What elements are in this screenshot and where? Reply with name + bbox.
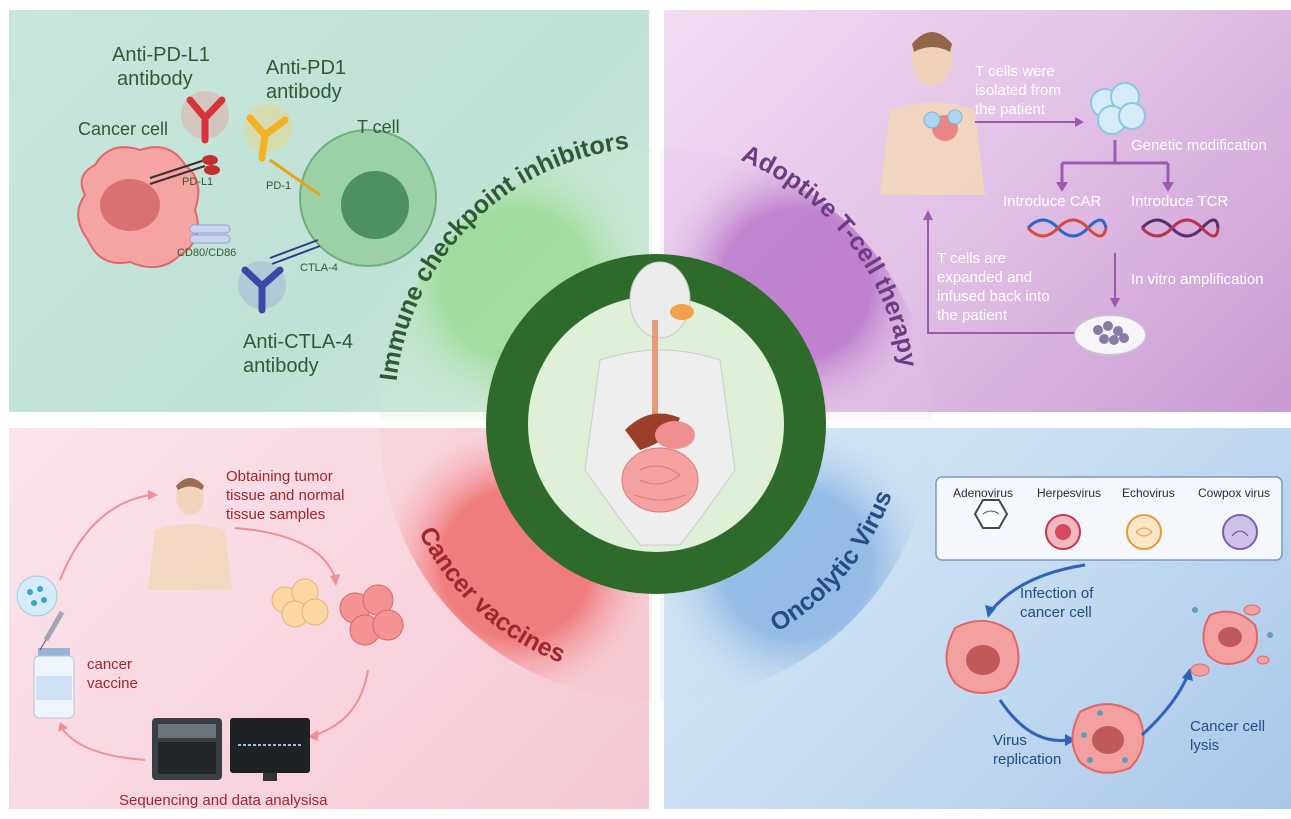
- label-introduce-tcr: Introduce TCR: [1131, 193, 1229, 210]
- vaccine-vial: [33, 648, 75, 719]
- petri-dish: [1073, 314, 1147, 356]
- label-obtaining-1: Obtaining tumor: [226, 468, 333, 485]
- label-lysis-2: lysis: [1190, 737, 1220, 754]
- label-obtaining-3: tissue samples: [226, 506, 326, 523]
- herpesvirus-icon: [1045, 514, 1081, 550]
- label-anti-pd1-1: Anti-PD1: [266, 57, 347, 79]
- virus-box: [935, 476, 1283, 561]
- digestive-system-figure: [584, 261, 736, 546]
- label-pd1: PD-1: [266, 180, 292, 192]
- label-anti-pdl1-2: antibody: [117, 68, 193, 90]
- lysed-cancer-cell: [1190, 604, 1273, 677]
- label-adenovirus: Adenovirus: [953, 486, 1014, 500]
- dna-car-icon: [1026, 218, 1108, 238]
- label-vaccine: vaccine: [87, 675, 138, 692]
- dna-tcr-icon: [1140, 218, 1220, 238]
- replicating-cancer-cell: [1071, 703, 1145, 774]
- label-genetic-modification: Genetic modification: [1131, 137, 1267, 154]
- tumor-tissue-cells: [339, 584, 404, 646]
- cowpox-virus-icon: [1222, 514, 1258, 550]
- label-cancer: cancer: [87, 656, 133, 673]
- label-replication-1: Virus: [993, 732, 1027, 749]
- label-cowpox-virus: Cowpox virus: [1198, 486, 1271, 500]
- adenovirus-icon: [973, 499, 1009, 529]
- anti-pd1-antibody: [244, 104, 292, 162]
- label-cd80-cd86: CD80/CD86: [177, 247, 237, 259]
- monitor-icon: [230, 718, 310, 781]
- label-t-cell: T cell: [357, 117, 400, 137]
- label-obtaining-2: tissue and normal: [226, 487, 345, 504]
- label-anti-pd1-2: antibody: [266, 81, 342, 103]
- label-cancer-cell: Cancer cell: [78, 119, 169, 139]
- t-cell-nucleus: [341, 171, 409, 239]
- label-infection-1: Infection of: [1020, 585, 1094, 602]
- label-sequencing: Sequencing and data analysisa: [119, 792, 328, 809]
- label-anti-ctla4-1: Anti-CTLA-4: [243, 331, 354, 353]
- label-anti-pdl1-1: Anti-PD-L1: [112, 44, 210, 66]
- label-expanded-2: expanded and: [937, 269, 1033, 286]
- syringe-icon: [16, 575, 65, 651]
- label-introduce-car: Introduce CAR: [1003, 193, 1102, 210]
- anti-ctla4-antibody: [238, 261, 286, 314]
- label-expanded-3: infused back into: [937, 288, 1050, 305]
- label-ctla4: CTLA-4: [300, 262, 338, 274]
- cd80-cd86-receptor: [189, 224, 231, 244]
- label-infection-2: cancer cell: [1020, 604, 1092, 621]
- label-anti-ctla4-2: antibody: [243, 355, 319, 377]
- infected-cancer-cell: [945, 619, 1020, 694]
- label-isolated-3: the patient: [975, 101, 1046, 118]
- label-isolated-1: T cells were: [975, 63, 1055, 80]
- anti-pdl1-antibody: [181, 91, 229, 144]
- label-expanded-1: T cells are: [937, 250, 1006, 267]
- label-herpesvirus: Herpesvirus: [1037, 486, 1102, 500]
- label-echovirus: Echovirus: [1122, 486, 1175, 500]
- sequencer-machine: [152, 718, 222, 780]
- cancer-nucleus: [100, 179, 160, 231]
- label-replication-2: replication: [993, 751, 1062, 768]
- label-isolated-2: isolated from: [975, 82, 1061, 99]
- label-in-vitro: In vitro amplification: [1131, 271, 1264, 288]
- label-expanded-4: the patient: [937, 307, 1008, 324]
- label-pdl1: PD-L1: [182, 176, 214, 188]
- normal-tissue-cells: [271, 578, 329, 628]
- echovirus-icon: [1126, 514, 1162, 550]
- patient-figure: [880, 32, 985, 195]
- label-lysis-1: Cancer cell: [1190, 718, 1266, 735]
- vaccine-patient-figure: [148, 478, 232, 590]
- isolated-tcells: [1090, 82, 1146, 135]
